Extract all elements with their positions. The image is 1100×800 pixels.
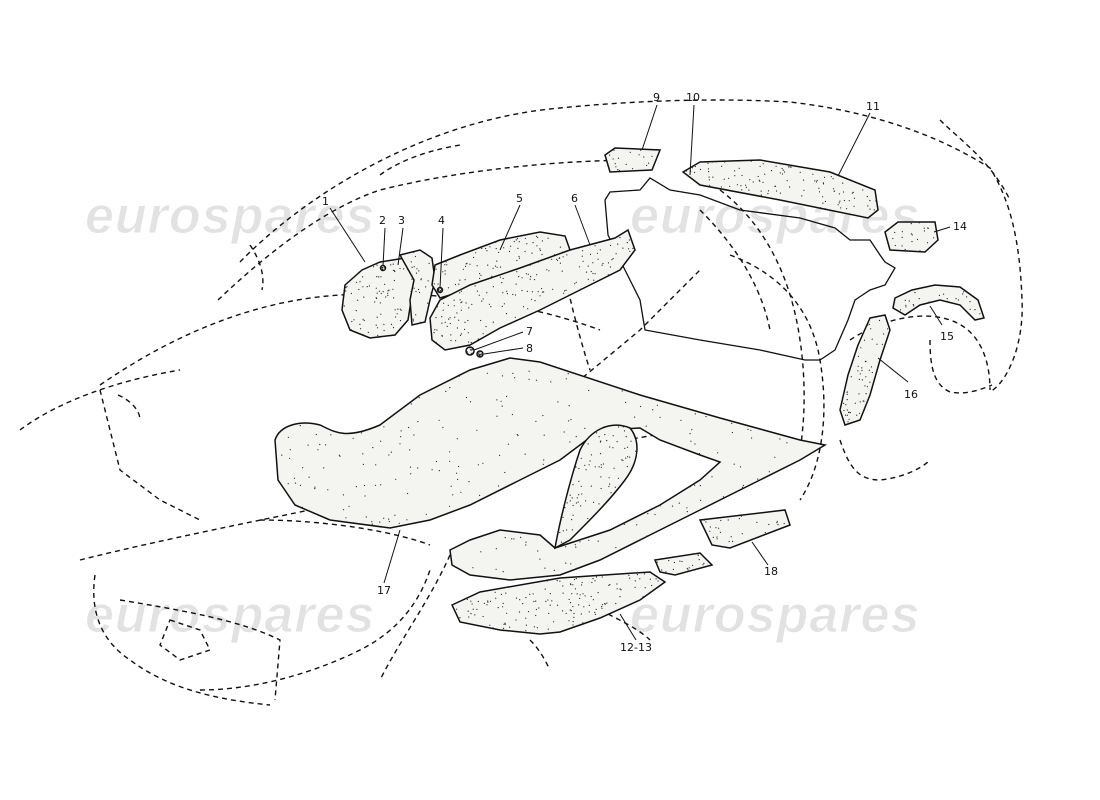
leader-lines bbox=[329, 104, 951, 641]
part-11-shelf-pad bbox=[681, 159, 879, 219]
callout-14: 14 bbox=[953, 220, 967, 233]
callout-8: 8 bbox=[526, 342, 533, 355]
callout-11: 11 bbox=[866, 100, 880, 113]
watermark-bottom-right: eurospares bbox=[630, 586, 920, 644]
watermark-top-left: eurospares bbox=[85, 187, 375, 245]
callout-18: 18 bbox=[764, 565, 778, 578]
part-16-arch-pad bbox=[839, 314, 891, 426]
part-14-block bbox=[884, 221, 939, 253]
part-18-mat bbox=[698, 509, 791, 549]
callout-10: 10 bbox=[686, 91, 700, 104]
rear-bulkhead bbox=[604, 177, 896, 361]
callout-12-13: 12-13 bbox=[620, 641, 652, 654]
callout-2: 2 bbox=[379, 214, 386, 227]
part-17-tunnel-hump bbox=[553, 424, 638, 550]
part-9-block bbox=[604, 147, 662, 173]
texture-specks bbox=[281, 149, 981, 632]
callout-6: 6 bbox=[571, 192, 578, 205]
part-17-floor-carpet bbox=[274, 357, 828, 581]
part-12-13-mat bbox=[451, 571, 667, 635]
callout-9: 9 bbox=[653, 91, 660, 104]
callout-5: 5 bbox=[516, 192, 523, 205]
part-3-pad bbox=[398, 249, 436, 326]
callout-labels: 1 2 3 4 5 6 7 8 9 10 11 14 15 16 17 18 1… bbox=[322, 91, 967, 654]
callout-1: 1 bbox=[322, 195, 329, 208]
callout-4: 4 bbox=[438, 214, 445, 227]
callout-3: 3 bbox=[398, 214, 405, 227]
callout-16: 16 bbox=[904, 388, 918, 401]
callout-15: 15 bbox=[940, 330, 954, 343]
callout-17: 17 bbox=[377, 584, 391, 597]
part-15-arch-pad bbox=[892, 284, 985, 321]
part-18-mat-lower bbox=[653, 552, 714, 576]
part-6-tunnel-pad bbox=[429, 228, 636, 351]
callout-7: 7 bbox=[526, 325, 533, 338]
watermark-bottom-left: eurospares bbox=[85, 586, 375, 644]
